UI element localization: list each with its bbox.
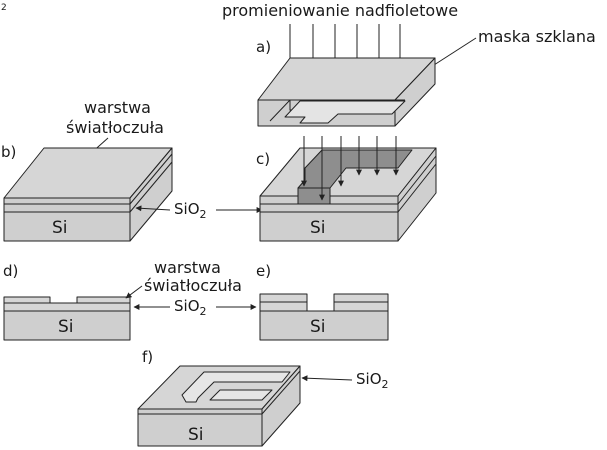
uv-radiation-label: promieniowanie nadfioletowe bbox=[222, 1, 458, 20]
sio2-subscript-de: 2 bbox=[200, 305, 207, 318]
step-f-letter: f) bbox=[142, 348, 153, 366]
si-label-f: Si bbox=[188, 425, 204, 445]
photoresist-mid-line1: warstwa bbox=[154, 258, 221, 277]
step-a-glass-mask: promieniowanie nadfioletowe a) maska szk… bbox=[222, 1, 596, 127]
sio2-text-de: SiO bbox=[174, 297, 200, 315]
step-f-final: f) SiO2 Si bbox=[137, 348, 389, 447]
sio2-subscript-f: 2 bbox=[382, 378, 389, 391]
step-c-exposure: c) Si bbox=[256, 136, 437, 242]
step-e-letter: e) bbox=[256, 262, 271, 280]
si-label-e: Si bbox=[310, 317, 326, 337]
sio2-label-bc: SiO2 bbox=[135, 200, 263, 221]
photoresist-mid-line2: światłoczuła bbox=[144, 276, 242, 295]
step-b-photoresist: warstwa światłoczuła b) Si bbox=[1, 98, 173, 242]
sio2-text: SiO bbox=[174, 200, 200, 218]
step-a-letter: a) bbox=[256, 38, 271, 56]
photoresist-label-line2: światłoczuła bbox=[66, 118, 164, 137]
glass-mask-label: maska szklana bbox=[478, 27, 596, 46]
uv-arrows-c bbox=[301, 136, 399, 201]
si-label-b: Si bbox=[52, 218, 68, 238]
step-d-cross-section: d) Si bbox=[3, 262, 131, 341]
sio2-text-f: SiO bbox=[356, 370, 382, 388]
sio2-subscript: 2 bbox=[200, 208, 207, 221]
si-label-c: Si bbox=[310, 218, 326, 238]
photoresist-label-line1: warstwa bbox=[84, 98, 151, 117]
svg-text:SiO2: SiO2 bbox=[356, 370, 389, 391]
step-e-cross-section: e) Si bbox=[256, 262, 389, 341]
step-c-letter: c) bbox=[256, 150, 270, 168]
corner-mark: 2 bbox=[1, 3, 7, 13]
svg-text:SiO2: SiO2 bbox=[174, 297, 207, 318]
step-b-letter: b) bbox=[1, 143, 16, 161]
labels-de: warstwa światłoczuła SiO2 bbox=[125, 258, 257, 318]
si-label-d: Si bbox=[58, 317, 74, 337]
step-d-letter: d) bbox=[3, 262, 18, 280]
svg-text:SiO2: SiO2 bbox=[174, 200, 207, 221]
